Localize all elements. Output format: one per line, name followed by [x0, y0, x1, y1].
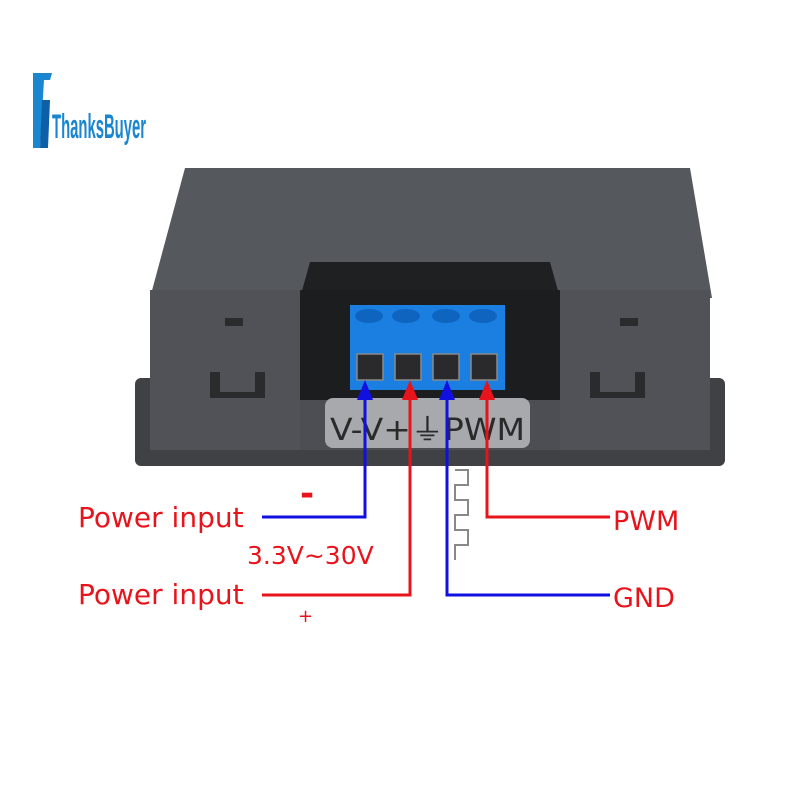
wire-pwm: [485, 395, 610, 519]
terminal-block: [350, 305, 505, 390]
wire-negative: [262, 395, 367, 519]
terminal-v-plus: [394, 353, 422, 381]
wire-gnd: [445, 395, 610, 597]
terminal-label-plate: [325, 398, 530, 448]
power-input-negative-label: Power input: [78, 501, 244, 534]
device-side-panel: [560, 290, 710, 450]
logo-text: ThanksBuyer: [52, 108, 146, 146]
device-top: [150, 168, 712, 298]
arrow-up-icon: [439, 380, 455, 400]
positive-sign: +: [298, 606, 313, 627]
logo-mark-icon: [33, 73, 52, 148]
wire-positive: [262, 395, 412, 597]
device-recess: [300, 262, 560, 298]
terminal-gnd: [432, 353, 460, 381]
terminal-pwm: [470, 353, 498, 381]
case-slot: [225, 318, 243, 326]
mounting-clip: [590, 372, 645, 398]
terminal-v-minus: [356, 353, 384, 381]
terminal-screws: [355, 309, 497, 323]
gnd-label: GND: [613, 583, 675, 614]
arrow-up-icon: [402, 380, 418, 400]
logo-mark-icon: [40, 100, 50, 148]
case-slot: [620, 318, 638, 326]
voltage-range-label: 3.3V~30V: [247, 541, 374, 570]
terminal-label: V-V+⏚PWM: [330, 413, 525, 448]
power-input-positive-label: Power input: [78, 578, 244, 611]
pwm-waveform-icon: [454, 469, 469, 560]
device: V-V+⏚PWM: [135, 168, 725, 466]
arrow-heads: [357, 380, 495, 400]
arrow-up-icon: [357, 380, 373, 400]
negative-sign: -: [300, 474, 314, 514]
pwm-label: PWM: [613, 506, 679, 537]
brand-logo: ThanksBuyer: [33, 73, 146, 148]
mounting-clip: [210, 372, 265, 398]
device-side-panel: [150, 290, 300, 450]
arrow-up-icon: [479, 380, 495, 400]
